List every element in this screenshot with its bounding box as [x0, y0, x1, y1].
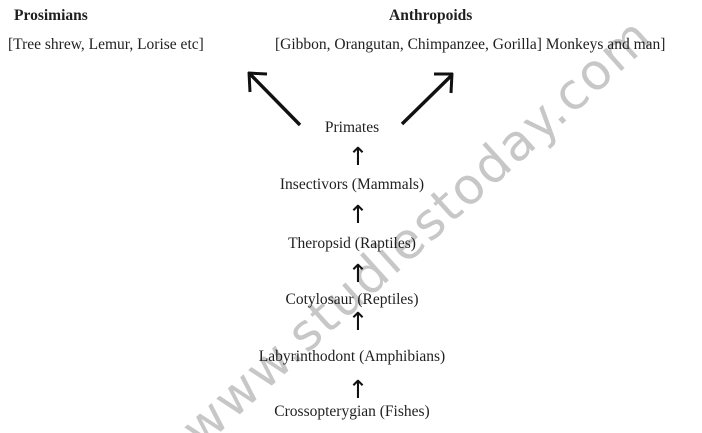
anthropoids-title: Anthropoids	[389, 7, 473, 24]
up-arrow-icon: ↑	[347, 200, 369, 229]
prosimians-title: Prosimians	[14, 7, 88, 24]
lineage-label-theropsid: Theropsid (Raptiles)	[288, 235, 416, 252]
up-arrow-icon: ↑	[347, 142, 369, 171]
up-arrow-icon: ↑	[347, 375, 369, 404]
up-arrow-icon: ↑	[347, 307, 369, 336]
lineage-label-insectivors: Insectivors (Mammals)	[279, 176, 425, 193]
lineage-label-cotylosaur: Cotylosaur (Reptiles)	[285, 291, 419, 308]
up-arrow-icon: ↑	[347, 259, 369, 288]
lineage-label-labyrinthodont: Labyrinthodont (Amphibians)	[258, 348, 446, 365]
prosimians-members: [Tree shrew, Lemur, Lorise etc]	[8, 36, 204, 53]
lineage-label-primates: Primates	[324, 119, 380, 136]
branch-arrow-right-icon	[400, 72, 454, 126]
anthropoids-members: [Gibbon, Orangutan, Chimpanzee, Gorilla]…	[275, 36, 666, 53]
branch-arrow-left-icon	[247, 71, 302, 127]
lineage-label-crossopterygian: Crossopterygian (Fishes)	[274, 403, 430, 420]
